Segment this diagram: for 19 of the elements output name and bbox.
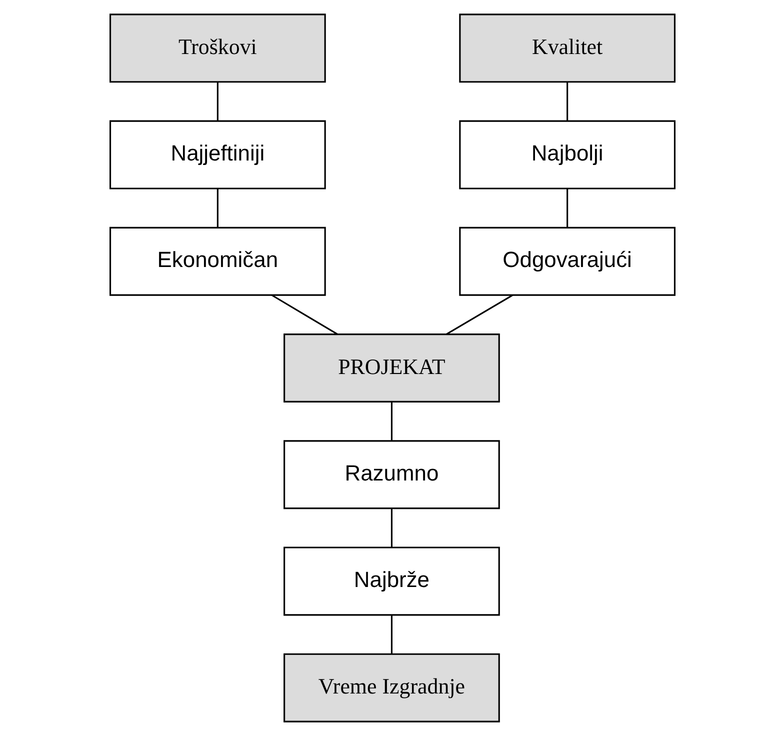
connector bbox=[216, 188, 218, 228]
node-box: Razumno bbox=[283, 440, 500, 510]
node-box: Najbrže bbox=[283, 546, 500, 616]
node-box: Najjeftiniji bbox=[108, 120, 326, 190]
node-box: Odgovarajući bbox=[458, 226, 676, 296]
connector bbox=[216, 82, 218, 121]
connector bbox=[390, 508, 392, 548]
node-box: Troškovi bbox=[108, 14, 326, 83]
connector bbox=[566, 82, 568, 121]
node-box: Vreme Izgradnje bbox=[283, 653, 500, 722]
connector bbox=[445, 294, 513, 335]
connector bbox=[270, 294, 338, 335]
connector bbox=[390, 614, 392, 654]
node-box: Ekonomičan bbox=[108, 226, 326, 296]
node-box: Najbolji bbox=[458, 120, 676, 190]
node-box: Kvalitet bbox=[458, 14, 676, 83]
node-box: PROJEKAT bbox=[283, 334, 500, 402]
connector bbox=[390, 402, 392, 441]
connector bbox=[566, 188, 568, 228]
